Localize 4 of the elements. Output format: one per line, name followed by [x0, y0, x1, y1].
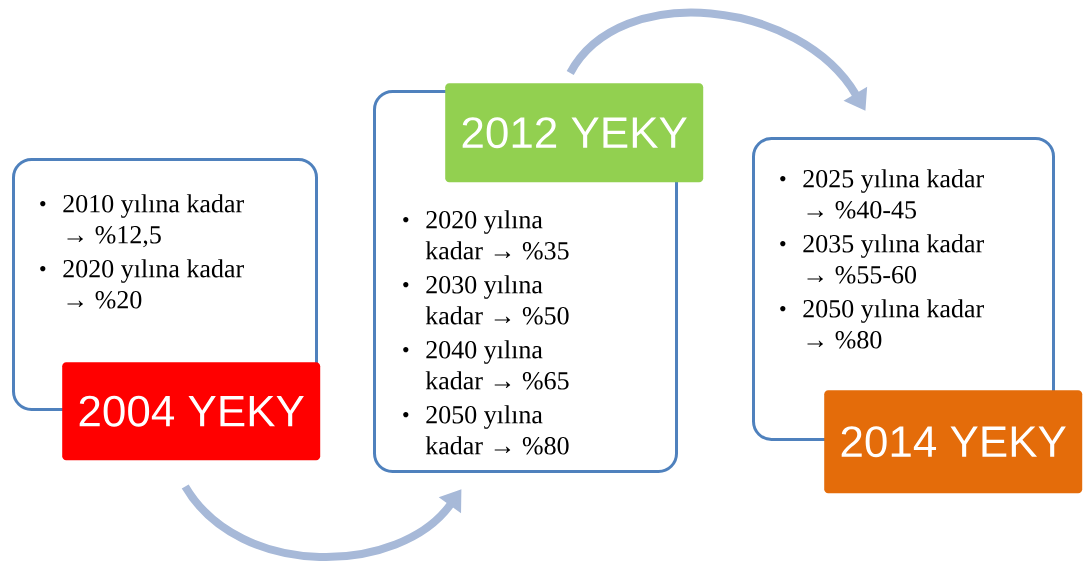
title-box: 2004 YEKY [62, 362, 321, 461]
curved-arrow [182, 484, 462, 561]
title-box: 2012 YEKY [445, 83, 704, 183]
title-box: 2014 YEKY [824, 390, 1083, 494]
